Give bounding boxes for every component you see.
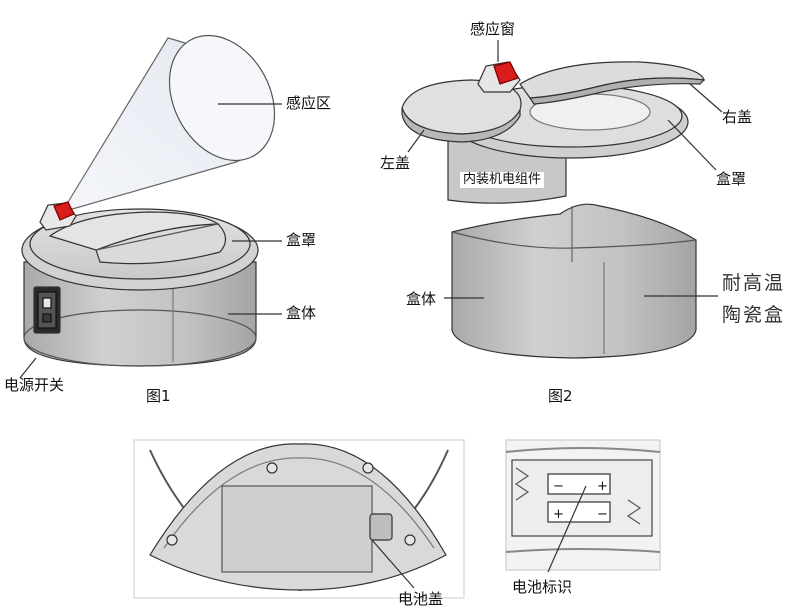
label-sensing-window: 感应窗 [470, 20, 516, 38]
battery-slot-top [547, 473, 611, 495]
label-sensing-area: 感应区 [286, 94, 332, 112]
battery-door-latch [369, 513, 393, 541]
label-box-cover-fig1: 盒罩 [286, 231, 317, 249]
label-ceramic-line1: 耐高温 [722, 272, 786, 294]
label-box-body-fig1: 盒体 [286, 304, 317, 322]
svg-text:−: − [597, 507, 608, 522]
svg-text:−: − [553, 479, 564, 494]
label-left-lid: 左盖 [380, 154, 411, 172]
figure1-drawing [19, 34, 282, 379]
screw [362, 462, 374, 474]
label-right-lid: 右盖 [722, 108, 753, 126]
label-ceramic-line2: 陶瓷盒 [722, 304, 786, 326]
label-battery-mark: 电池标识 [512, 578, 573, 596]
figure2-drawing [401, 40, 723, 359]
label-battery-cover: 电池盖 [398, 590, 444, 608]
svg-text:+: + [553, 507, 564, 522]
battery-door [221, 485, 373, 573]
ceramic-box-body [451, 203, 697, 359]
battery-compartment-view: − + + − [505, 439, 661, 573]
sensor-window-fig2 [493, 61, 519, 85]
label-box-cover-fig2: 盒罩 [716, 170, 747, 188]
screw [166, 534, 178, 546]
caption-figure2: 图2 [548, 387, 573, 405]
battery-cover-view [133, 439, 465, 599]
sensor-window-fig1 [53, 201, 75, 221]
caption-figure1: 图1 [146, 387, 171, 405]
screw [266, 462, 278, 474]
svg-text:+: + [597, 479, 608, 494]
sensing-cone-mouth [168, 34, 276, 162]
label-power-switch: 电源开关 [4, 376, 65, 394]
label-box-body-fig2: 盒体 [406, 290, 437, 308]
battery-compartment [511, 459, 653, 537]
label-inner-motor: 内装机电组件 [460, 172, 545, 189]
screw [404, 534, 416, 546]
